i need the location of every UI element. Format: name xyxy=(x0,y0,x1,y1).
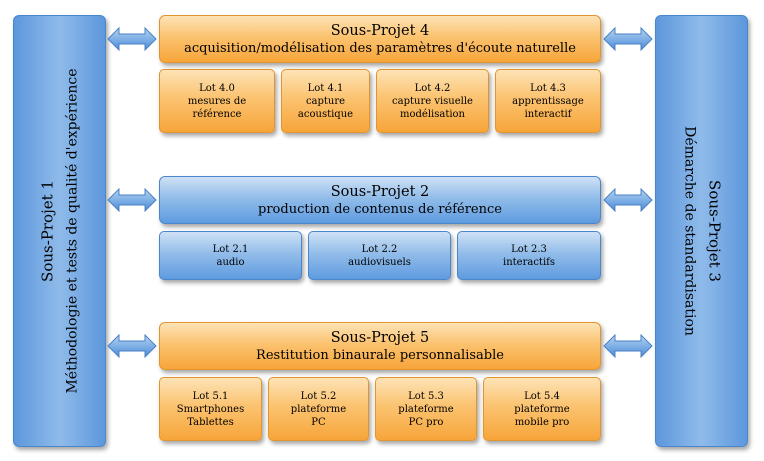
double-arrow-icon xyxy=(107,334,157,358)
lot-5-4-title: Lot 5.4 xyxy=(524,390,560,402)
sous-projet-3-subtitle: Démarche de standardisation xyxy=(681,126,697,336)
sous-projet-3-column: Sous-Projet 3 Démarche de standardisatio… xyxy=(655,15,748,447)
lot-4-2-line2: capture visuelle xyxy=(392,95,473,107)
sous-projet-4-subtitle: acquisition/modélisation des paramètres … xyxy=(184,40,576,56)
lot-5-1-line3: Tablettes xyxy=(187,416,234,428)
lot-2-3-title: Lot 2.3 xyxy=(511,243,547,255)
sous-projet-5-subtitle: Restitution binaurale personnalisable xyxy=(256,347,504,363)
lot-2-1-line2: audio xyxy=(216,256,245,268)
lot-5-2-title: Lot 5.2 xyxy=(300,390,337,402)
lot-5-1-title: Lot 5.1 xyxy=(192,390,229,402)
lot-2-1-title: Lot 2.1 xyxy=(212,243,249,255)
sous-projet-4-header: Sous-Projet 4 acquisition/modélisation d… xyxy=(159,15,601,63)
lot-5-4-line2: plateforme xyxy=(514,403,570,415)
sous-projet-4-title: Sous-Projet 4 xyxy=(330,22,430,39)
lot-5-2: Lot 5.2 plateforme PC xyxy=(268,377,369,441)
lot-2-3-line2: interactifs xyxy=(503,256,555,268)
lot-2-3: Lot 2.3 interactifs xyxy=(457,231,601,280)
sous-projet-5-header: Sous-Projet 5 Restitution binaurale pers… xyxy=(159,322,601,370)
lot-4-2: Lot 4.2 capture visuelle modélisation xyxy=(376,69,489,133)
lot-4-0-line3: référence xyxy=(192,108,242,120)
double-arrow-icon xyxy=(107,27,157,51)
lot-5-3-title: Lot 5.3 xyxy=(408,390,444,402)
lot-5-1-line2: Smartphones xyxy=(176,403,245,415)
lot-2-2-title: Lot 2.2 xyxy=(361,243,398,255)
lot-2-2: Lot 2.2 audiovisuels xyxy=(308,231,451,280)
lot-4-0-line2: mesures de xyxy=(187,95,247,107)
lot-4-3-title: Lot 4.3 xyxy=(530,82,566,94)
lot-4-2-line3: modélisation xyxy=(400,108,465,120)
sous-projet-1-column: Sous-Projet 1 Méthodologie et tests de q… xyxy=(13,15,106,447)
lot-4-1: Lot 4.1 capture acoustique xyxy=(281,69,370,133)
lot-4-1-title: Lot 4.1 xyxy=(307,82,344,94)
lot-4-2-title: Lot 4.2 xyxy=(414,82,451,94)
double-arrow-icon xyxy=(107,188,157,212)
double-arrow-icon xyxy=(603,188,653,212)
lot-2-1: Lot 2.1 audio xyxy=(159,231,302,280)
lot-4-3: Lot 4.3 apprentissage interactif xyxy=(495,69,601,133)
lot-4-0-title: Lot 4.0 xyxy=(199,82,235,94)
lot-5-3-line2: plateforme xyxy=(398,403,454,415)
lot-5-3: Lot 5.3 plateforme PC pro xyxy=(375,377,477,441)
lot-5-2-line2: plateforme xyxy=(290,403,347,415)
lot-4-1-line2: capture xyxy=(305,95,346,107)
lot-4-0: Lot 4.0 mesures de référence xyxy=(159,69,275,133)
lot-5-4-line3: mobile pro xyxy=(514,416,570,428)
lot-5-2-line3: PC xyxy=(311,416,326,428)
sous-projet-1-subtitle: Méthodologie et tests de qualité d'expér… xyxy=(64,68,80,394)
lot-5-4: Lot 5.4 plateforme mobile pro xyxy=(483,377,601,441)
sous-projet-1-title: Sous-Projet 1 xyxy=(38,180,56,282)
lot-2-2-line2: audiovisuels xyxy=(348,256,411,268)
sous-projet-1-label: Sous-Projet 1 Méthodologie et tests de q… xyxy=(37,68,82,393)
lot-5-1: Lot 5.1 Smartphones Tablettes xyxy=(159,377,262,441)
lot-4-3-line3: interactif xyxy=(524,108,572,120)
sous-projet-3-title: Sous-Projet 3 xyxy=(705,180,723,282)
sous-projet-2-subtitle: production de contenus de référence xyxy=(258,201,502,217)
lot-4-1-line3: acoustique xyxy=(297,108,354,120)
double-arrow-icon xyxy=(603,27,653,51)
sous-projet-2-title: Sous-Projet 2 xyxy=(330,183,430,200)
sous-projet-3-label: Sous-Projet 3 Démarche de standardisatio… xyxy=(679,126,724,336)
sous-projet-5-title: Sous-Projet 5 xyxy=(330,329,430,346)
double-arrow-icon xyxy=(603,334,653,358)
lot-5-3-line3: PC pro xyxy=(408,416,444,428)
sous-projet-2-header: Sous-Projet 2 production de contenus de … xyxy=(159,176,601,224)
lot-4-3-line2: apprentissage xyxy=(512,95,584,107)
